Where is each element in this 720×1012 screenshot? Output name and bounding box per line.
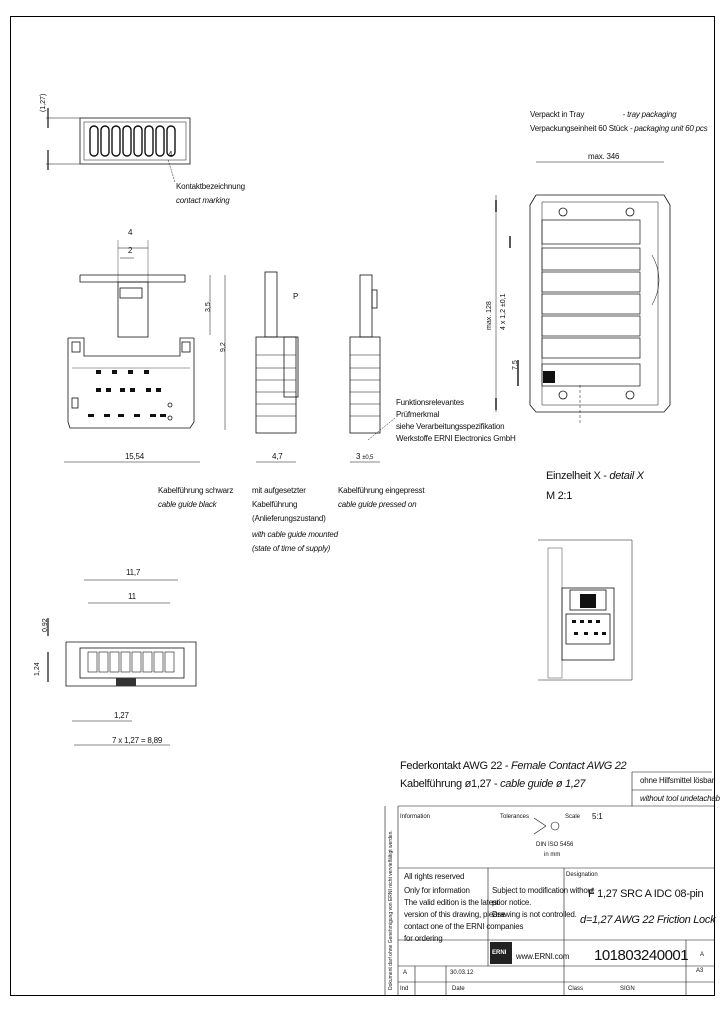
marking-digit: 4 (168, 150, 173, 159)
func-note-4: Werkstoffe ERNI Electronics GmbH (396, 434, 516, 443)
connector-side-view-1 (255, 271, 299, 463)
title-block-lines (384, 771, 715, 996)
erni-logo-box (490, 942, 512, 964)
scale-label: Scale (565, 814, 581, 820)
information-label: Information (400, 814, 431, 820)
info-only-5: for ordering (404, 934, 443, 943)
detail-title: Einzelheit X - detail X (546, 470, 644, 482)
dim-11-7: 11,7 (126, 568, 141, 577)
dim-1-27: 1,27 (114, 711, 129, 720)
detail-scale: M 2:1 (546, 490, 573, 502)
designation-label: Designation (566, 872, 598, 878)
tray-dim-2: 4 x 1,2 ±0,1 (500, 293, 507, 330)
dim-4-7: 4,7 (272, 452, 283, 461)
guide-mounted-1: mit aufgesetzter (252, 486, 306, 495)
dim-7x: 7 x 1,27 = 8,89 (112, 736, 163, 745)
row-label-sign: SIGN (620, 986, 635, 992)
subject-2: prior notice. (492, 898, 532, 907)
guide-mounted-en-1: with cable guide mounted (252, 530, 338, 539)
title-line-2: Kabelführung ø1,27 - cable guide ø 1,27 (400, 778, 586, 790)
dim-3-5: 3,5 (205, 302, 212, 312)
date-value: 30.03.12 (450, 970, 474, 976)
dim-0-92: 0,92 (42, 618, 49, 632)
designation-1: F 1,27 SRC A IDC 08-pin (588, 888, 704, 900)
part-number: 101803240001 (594, 947, 689, 964)
row-label-class: Class (568, 986, 584, 992)
connector-top-view (46, 108, 191, 183)
erni-web: www.ERNI.com (516, 952, 570, 961)
dim-2: 2 (128, 246, 133, 255)
guide-pressed-de: Kabelführung eingepresst (338, 486, 425, 495)
dim-3: 3 ±0,5 (356, 452, 374, 461)
packaging-line2: Verpackungseinheit 60 Stück - packaging … (530, 124, 708, 133)
info-only-4: contact one of the ERNI companies (404, 922, 524, 931)
drawing-frame (10, 16, 715, 996)
guide-black-en: cable guide black (158, 500, 217, 509)
subject-3: Drawing is not controlled. (492, 910, 577, 919)
info-only-3: version of this drawing, please (404, 910, 506, 919)
no-tool-en: without tool undetachable (640, 794, 720, 803)
no-tool-de: ohne Hilfsmittel lösbar (640, 776, 715, 785)
designation-2: d=1,27 AWG 22 Friction Lock (580, 914, 716, 926)
guide-black-de: Kabelführung schwarz (158, 486, 234, 495)
contact-marking-de: Kontaktbezeichnung (176, 182, 245, 191)
dim-4: 4 (128, 228, 133, 237)
packaging-line1: Verpackt in Tray - tray packaging (530, 110, 677, 119)
guide-mounted-2: Kabelführung (252, 500, 298, 509)
dim-15-54: 15,54 (125, 452, 145, 461)
tray-max-dim: max. 346 (588, 152, 620, 161)
row-label-a: A (403, 970, 408, 976)
marker-p: P (293, 292, 299, 301)
info-only-1: Only for information (404, 886, 470, 895)
tray-dim-1: max. 128 (486, 301, 493, 330)
tray-dim-3: 7,5 (512, 360, 519, 370)
dim-11: 11 (128, 592, 136, 601)
units-label: in mm (544, 852, 561, 858)
title-line-1: Federkontakt AWG 22 - Female Contact AWG… (400, 760, 627, 772)
subject-1: Subject to modification without (492, 886, 594, 895)
connector-side-view-2 (349, 274, 396, 463)
tray-drawing (495, 161, 671, 425)
connector-front-view (64, 240, 226, 463)
dim-9-2: 9,2 (220, 342, 227, 352)
connector-bottom-view (47, 579, 197, 746)
dim-1-24: 1,24 (34, 662, 41, 676)
sheet-size: A3 (696, 968, 704, 974)
func-note-3: siehe Verarbeitungsspezifikation (396, 422, 505, 431)
scale-value: 5:1 (592, 812, 603, 821)
pitch-label: (1,27) (40, 93, 47, 112)
guide-mounted-en-2: (state of time of supply) (252, 544, 331, 553)
detail-x-view (538, 539, 633, 681)
projection-label: DIN ISO 5456 (536, 842, 574, 848)
rights: All rights reserved (404, 872, 465, 881)
row-label-ind: Ind (400, 986, 409, 992)
rev-label: A (700, 952, 705, 958)
tolerances-label: Tolerances (500, 814, 530, 820)
vertical-note: Dokument darf ohne Genehmigung von ERNI … (388, 830, 394, 990)
row-label-date: Date (452, 986, 465, 992)
guide-mounted-3: (Anlieferungszustand) (252, 514, 326, 523)
guide-pressed-en: cable guide pressed on (338, 500, 417, 509)
func-note-2: Prüfmerkmal (396, 410, 440, 419)
func-note-1: Funktionsrelevantes (396, 398, 464, 407)
info-only-2: The valid edition is the latest (404, 898, 499, 907)
erni-logo: ERNI (492, 950, 507, 956)
contact-marking-en: contact marking (176, 196, 230, 205)
